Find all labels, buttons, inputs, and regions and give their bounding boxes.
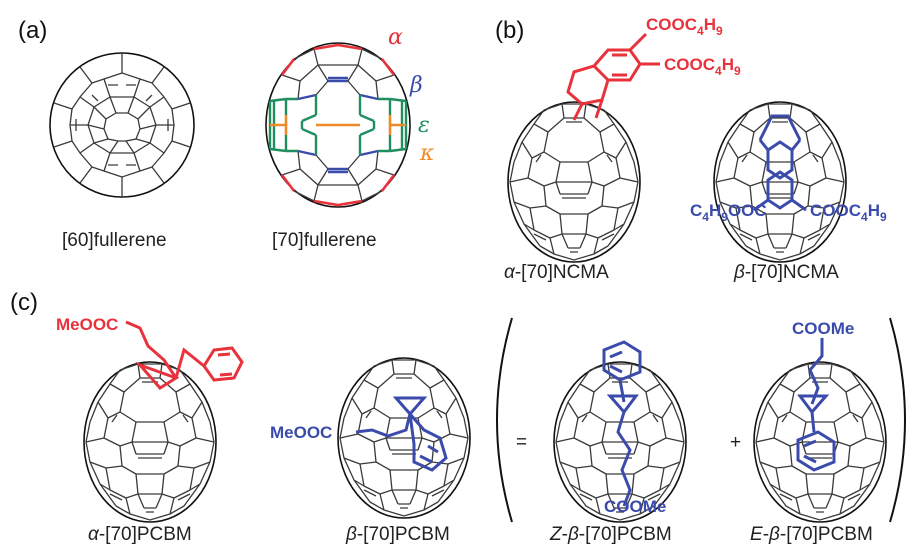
beta-pcbm-cage (337, 357, 471, 519)
alpha-bond-label: α (388, 25, 403, 50)
e-beta-pcbm-adduct (796, 338, 836, 472)
e-beta-pcbm-cage (753, 361, 887, 523)
c70-caption: [70]fullerene (272, 230, 377, 251)
e-beta-coome: COOMe (792, 319, 854, 338)
equals-sign: = (516, 432, 527, 453)
kappa-bond-label: κ (419, 141, 435, 166)
alpha-ncma-caption: α-[70]NCMA (504, 262, 609, 283)
plus-sign: + (730, 432, 741, 453)
right-parenthesis (889, 317, 906, 523)
beta-ncma-adduct (753, 114, 807, 212)
ncma-beta-right-ester: COOC4H9 (810, 201, 887, 224)
alpha-pcbm-adduct (125, 320, 244, 390)
c70-structure (265, 42, 411, 208)
z-beta-coome: COOMe (604, 497, 666, 516)
alpha-ncma-cage (507, 101, 641, 263)
c60-caption: [60]fullerene (62, 230, 167, 251)
beta-ncma-caption: β-[70]NCMA (733, 262, 839, 283)
beta-pcbm-caption: β-[70]PCBM (345, 524, 450, 545)
beta-pcbm-meooc: MeOOC (270, 423, 332, 442)
z-beta-pcbm-adduct (602, 340, 642, 507)
beta-pcbm-adduct (355, 396, 448, 472)
alpha-pcbm-caption: α-[70]PCBM (88, 524, 192, 545)
ncma-ester-bottom: COOC4H9 (664, 55, 741, 78)
e-beta-pcbm-caption: E-β-[70]PCBM (750, 524, 873, 545)
alpha-pcbm-meooc: MeOOC (56, 315, 118, 334)
alpha-ncma-adduct (566, 32, 660, 121)
beta-ncma-cage (713, 101, 847, 263)
ncma-ester-top: COOC4H9 (646, 15, 723, 38)
ncma-beta-left-ester: C4H9OOC (690, 201, 767, 224)
panel-b-label: (b) (495, 17, 524, 44)
alpha-pcbm-cage (83, 361, 217, 523)
c60-structure (49, 52, 195, 198)
panel-a-label: (a) (18, 17, 47, 44)
left-parenthesis (496, 317, 513, 523)
beta-bond-label: β (409, 73, 423, 98)
panel-c-label: (c) (10, 289, 38, 316)
epsilon-bond-label: ε (418, 113, 430, 138)
z-beta-pcbm-caption: Z-β-[70]PCBM (549, 524, 672, 545)
